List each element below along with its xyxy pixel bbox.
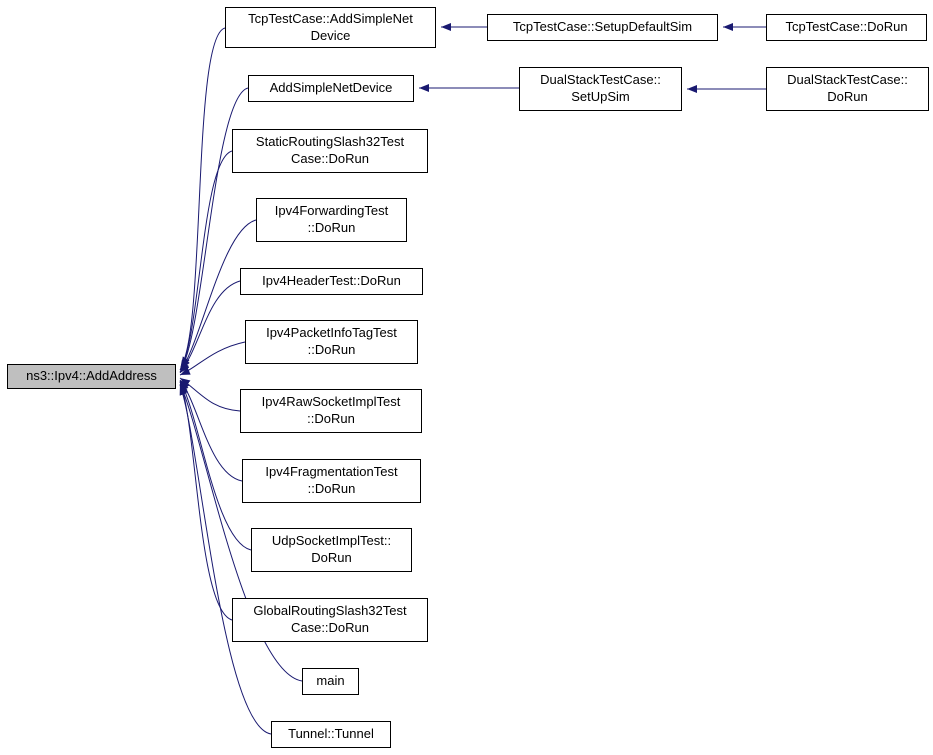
edge-udpsocket-to-addaddress <box>179 380 252 551</box>
node-staticroutingslash32testcase-dorun[interactable]: StaticRoutingSlash32Test Case::DoRun <box>232 129 428 173</box>
node-ipv4forwardingtest-dorun[interactable]: Ipv4ForwardingTest ::DoRun <box>256 198 407 242</box>
node-dualstacktestcase-dorun[interactable]: DualStackTestCase:: DoRun <box>766 67 929 111</box>
edge-ipv4header-to-addaddress <box>179 280 241 374</box>
node-ipv4headertest-dorun[interactable]: Ipv4HeaderTest::DoRun <box>240 268 423 295</box>
edge-tcp-addsimplenetdevice-to-addaddress <box>180 27 226 368</box>
edge-main-to-addaddress <box>179 383 303 682</box>
node-ipv4rawsocketimpltest-dorun[interactable]: Ipv4RawSocketImplTest ::DoRun <box>240 389 422 433</box>
node-tcptestcase-addsimplenetdevice[interactable]: TcpTestCase::AddSimpleNet Device <box>225 7 436 48</box>
edge-ipv4rawsocket-to-addaddress <box>179 377 241 412</box>
node-tcptestcase-dorun[interactable]: TcpTestCase::DoRun <box>766 14 927 41</box>
edge-tunnel-to-addaddress <box>179 384 272 735</box>
node-main[interactable]: main <box>302 668 359 695</box>
node-udpsocketimpltest-dorun[interactable]: UdpSocketImplTest:: DoRun <box>251 528 412 572</box>
edge-ipv4forwarding-to-addaddress <box>179 219 257 373</box>
edge-addsimplenetdevice-to-addaddress <box>180 87 249 370</box>
node-dualstacktestcase-setupsim[interactable]: DualStackTestCase:: SetUpSim <box>519 67 682 111</box>
node-addsimplenetdevice[interactable]: AddSimpleNetDevice <box>248 75 414 102</box>
node-tcptestcase-setupdefaultsim[interactable]: TcpTestCase::SetupDefaultSim <box>487 14 718 41</box>
edge-ipv4packetinfotag-to-addaddress <box>179 341 246 376</box>
node-ns3-ipv4-addaddress: ns3::Ipv4::AddAddress <box>7 364 176 389</box>
node-ipv4fragmentationtest-dorun[interactable]: Ipv4FragmentationTest ::DoRun <box>242 459 421 503</box>
node-globalroutingslash32testcase-dorun[interactable]: GlobalRoutingSlash32Test Case::DoRun <box>232 598 428 642</box>
node-tunnel-tunnel[interactable]: Tunnel::Tunnel <box>271 721 391 748</box>
node-ipv4packetinfotagtest-dorun[interactable]: Ipv4PacketInfoTagTest ::DoRun <box>245 320 418 364</box>
edge-staticrouting-to-addaddress <box>179 150 233 371</box>
